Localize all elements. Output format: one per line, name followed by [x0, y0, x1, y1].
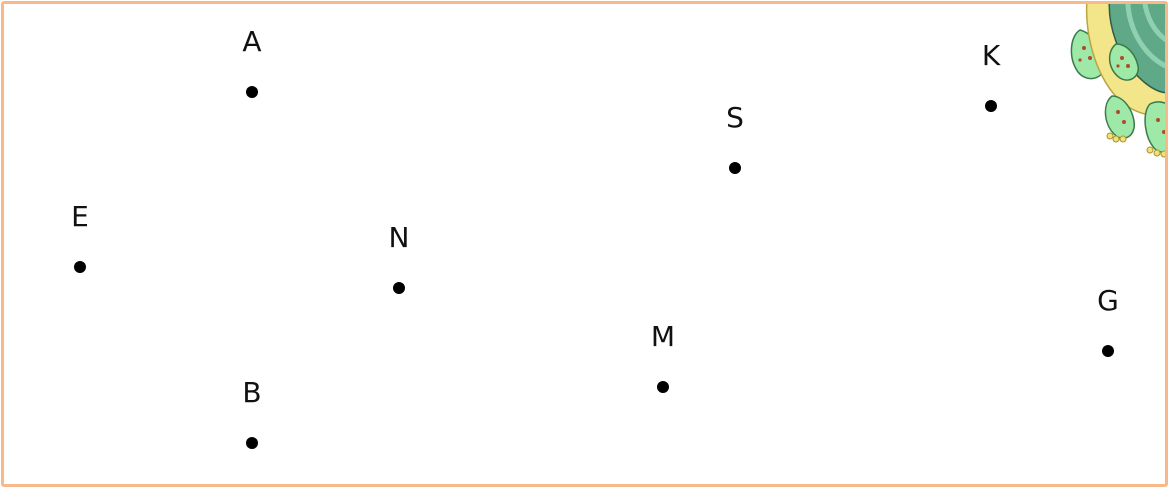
point-label: K	[982, 42, 1000, 70]
point-dot	[393, 282, 405, 294]
point-label: M	[651, 323, 675, 351]
point-label: E	[71, 203, 89, 231]
point-label: A	[242, 28, 261, 56]
turtle-icon	[1066, 1, 1168, 160]
point-dot	[657, 381, 669, 393]
point-label: S	[726, 104, 744, 132]
point-label: N	[389, 224, 410, 252]
point-dot	[1102, 345, 1114, 357]
point-dot	[74, 261, 86, 273]
point-dot	[985, 100, 997, 112]
point-label: B	[242, 379, 261, 407]
point-label: G	[1097, 287, 1119, 315]
point-dot	[246, 86, 258, 98]
point-dot	[729, 162, 741, 174]
point-dot	[246, 437, 258, 449]
